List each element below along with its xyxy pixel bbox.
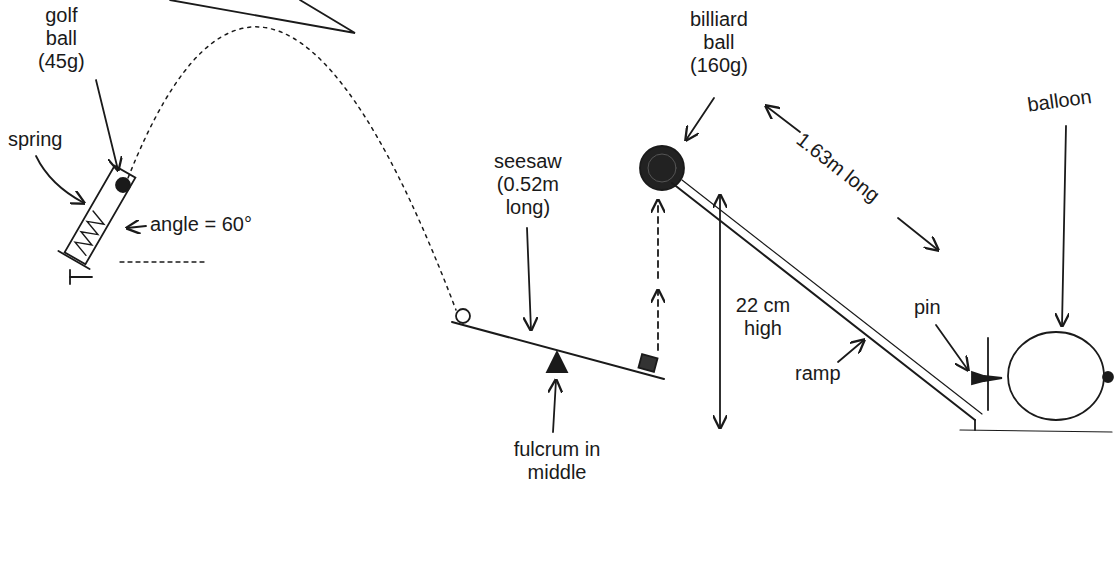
balloon-knot	[1103, 372, 1113, 382]
label: golf ball (45g)	[38, 4, 85, 73]
balloon	[1008, 332, 1104, 420]
golf-ball-landed	[456, 309, 470, 323]
seesaw-block	[638, 354, 657, 372]
leader-arrow	[1062, 126, 1066, 326]
leader-arrow	[527, 228, 531, 330]
ramp	[672, 183, 975, 420]
leader-arrow	[936, 325, 968, 370]
leader-arrow	[127, 226, 146, 228]
leader-arrow	[838, 340, 864, 362]
leader-arrow	[686, 98, 714, 140]
height-dimension	[719, 195, 721, 428]
trajectory	[128, 27, 456, 310]
label: 22 cm high	[730, 294, 796, 340]
motion-arrow	[657, 200, 659, 278]
label: 1.63m long	[792, 128, 884, 207]
billiard-ball	[640, 146, 684, 190]
seesaw-board	[452, 322, 664, 379]
ramp-end	[974, 420, 976, 430]
label: spring	[8, 128, 62, 151]
golf-ball	[116, 178, 130, 192]
label: ramp	[795, 362, 841, 385]
billiard-ball-scribble	[648, 154, 676, 182]
pin-post	[987, 338, 989, 410]
leader-arrow	[898, 218, 938, 250]
label: billiard ball (160g)	[690, 8, 748, 77]
leader-arrow	[766, 106, 800, 132]
label: fulcrum in middle	[503, 438, 611, 484]
label: angle = 60°	[150, 213, 252, 236]
callout-pointer	[170, 0, 355, 33]
leader-arrow	[36, 156, 84, 203]
horizontal-reference	[120, 261, 205, 262]
leader-arrow	[96, 80, 118, 170]
leader-arrow	[553, 380, 556, 432]
ramp	[682, 180, 982, 414]
ground-line	[960, 430, 1112, 432]
label: seesaw (0.52m long)	[494, 150, 562, 219]
label: balloon	[1026, 85, 1093, 117]
base-tick	[70, 276, 92, 278]
label: pin	[914, 296, 941, 319]
motion-arrow	[657, 290, 659, 350]
fulcrum	[547, 352, 567, 372]
pin	[972, 372, 1002, 384]
